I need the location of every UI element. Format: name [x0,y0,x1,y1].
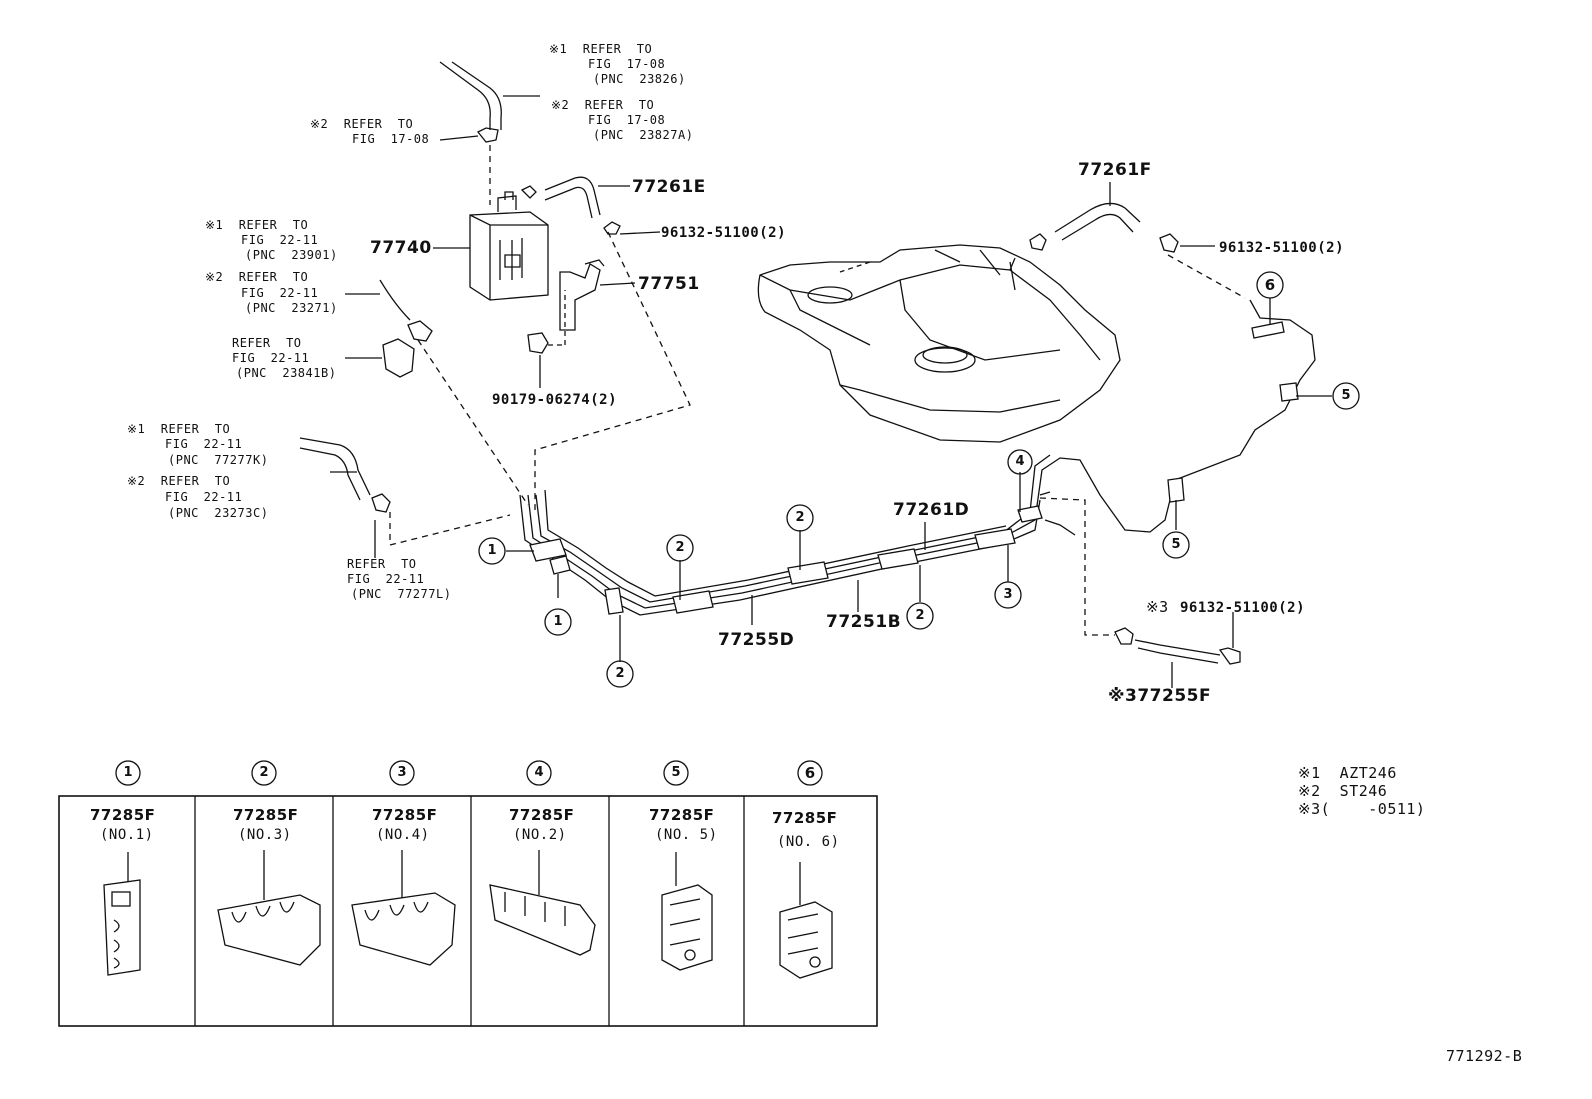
hose-77261E [544,176,601,219]
ref-fig2211-a-5: FIG 22-11 [241,286,319,300]
ref-fig2211-c-6: (PNC 23273C) [168,506,269,520]
callout-1b [544,608,572,636]
legend-num-6: 6 [804,764,816,782]
ref-fig2211-a-6: (PNC 23271) [245,301,338,315]
part-77261F: 77261F [1078,160,1152,180]
callout-2b [666,534,694,562]
hose-77255F [1134,639,1221,664]
callout-label: 5 [1341,388,1351,403]
legend-part-5: 77285F [649,806,715,824]
ref-fig2211-a-3: (PNC 23901) [245,248,338,262]
ref-fig2211-a-4: ※2 REFER TO [205,270,309,284]
legend-num-1: 1 [123,765,133,780]
callout-label: 3 [1003,587,1013,602]
ref-fig2211-d-3: (PNC 77277L) [351,587,452,601]
ref-canister-top-6: (PNC 23827A) [593,128,694,142]
callout-label: 1 [553,614,563,629]
ref-canister-top-5: FIG 17-08 [588,113,666,127]
ref-canister-left-1: ※2 REFER TO [310,117,414,131]
ref-fig2211-d-2: FIG 22-11 [347,572,425,586]
ref-canister-top-4: ※2 REFER TO [551,98,655,112]
callout-label: 2 [915,608,925,623]
ref-fig2211-a-1: ※1 REFER TO [205,218,309,232]
legend-sub-5: (NO. 5) [655,827,718,843]
callout-2d [906,602,934,630]
part-77261D: 77261D [893,500,970,520]
legend-num-2: 2 [259,765,269,780]
callout-2a [606,660,634,688]
clamp-no5 [661,852,713,971]
legend-part-2: 77285F [233,806,299,824]
part-96132-b: 96132-51100(2) [1219,240,1345,256]
part-77751: 77751 [638,274,700,294]
figure-id: 771292-B [1446,1047,1523,1065]
clamp-legend-frame [58,760,878,1027]
part-77255F: ※377255F [1108,686,1212,706]
legend-num-4: 4 [534,765,544,780]
ref-fig2211-c-3: (PNC 77277K) [168,453,269,467]
part-77255D: 77255D [718,630,795,650]
legend-sub-4: (NO.2) [513,827,567,843]
ref-fig2211-c-4: ※2 REFER TO [127,474,231,488]
callout-2c [786,504,814,532]
callout-6 [1256,271,1284,299]
clamp-no1 [103,852,141,976]
fuel-tank [757,244,1121,443]
callout-3 [994,581,1022,609]
bracket-77751 [559,263,601,331]
part-77261E: 77261E [632,177,706,197]
ref-canister-left-2: FIG 17-08 [352,132,430,146]
callout-label: 1 [487,543,497,558]
note-1: ※1 AZT246 [1298,764,1397,782]
callout-label: 6 [1264,276,1276,294]
ref-fig2211-d-1: REFER TO [347,557,417,571]
hose-77261F [1054,202,1141,241]
part-96132-c-mark: ※3 [1146,598,1169,616]
clamp-no4 [351,850,456,966]
callout-5b [1162,531,1190,559]
charcoal-canister [469,191,549,301]
clamp-no2 [489,850,596,956]
part-96132-a: 96132-51100(2) [661,225,787,241]
legend-part-1: 77285F [90,806,156,824]
legend-sub-3: (NO.4) [376,827,430,843]
legend-sub-6: (NO. 6) [777,834,840,850]
legend-sub-2: (NO.3) [238,827,292,843]
callout-5a [1332,382,1360,410]
ref-canister-top-3: (PNC 23826) [593,72,686,86]
clamp-no3 [217,850,321,966]
ref-fig2211-b-3: (PNC 23841B) [236,366,337,380]
note-3: ※3( -0511) [1298,800,1426,818]
part-90179: 90179-06274(2) [492,392,618,408]
ref-fig2211-b-1: REFER TO [232,336,302,350]
clamp-no6 [779,862,833,979]
note-2: ※2 ST246 [1298,782,1388,800]
legend-num-3: 3 [397,765,407,780]
callout-label: 2 [795,510,805,525]
ref-fig2211-a-2: FIG 22-11 [241,233,319,247]
ref-canister-top-2: FIG 17-08 [588,57,666,71]
legend-num-5: 5 [671,765,681,780]
ref-fig2211-c-1: ※1 REFER TO [127,422,231,436]
callout-4 [1007,449,1033,475]
legend-part-3: 77285F [372,806,438,824]
ref-fig2211-c-2: FIG 22-11 [165,437,243,451]
legend-part-4: 77285F [509,806,575,824]
callout-label: 5 [1171,537,1181,552]
part-96132-c: 96132-51100(2) [1180,600,1306,616]
ref-fig2211-c-5: FIG 22-11 [165,490,243,504]
legend-part-6: 77285F [772,809,838,827]
callout-label: 4 [1015,454,1025,469]
callout-1a [478,537,506,565]
vent-hose [439,61,502,130]
ref-fig2211-b-2: FIG 22-11 [232,351,310,365]
callout-label: 2 [615,666,625,681]
part-77251B: 77251B [826,612,902,632]
part-77740: 77740 [370,238,432,258]
ref-canister-top-1: ※1 REFER TO [549,42,653,56]
legend-sub-1: (NO.1) [100,827,154,843]
callout-label: 2 [675,540,685,555]
